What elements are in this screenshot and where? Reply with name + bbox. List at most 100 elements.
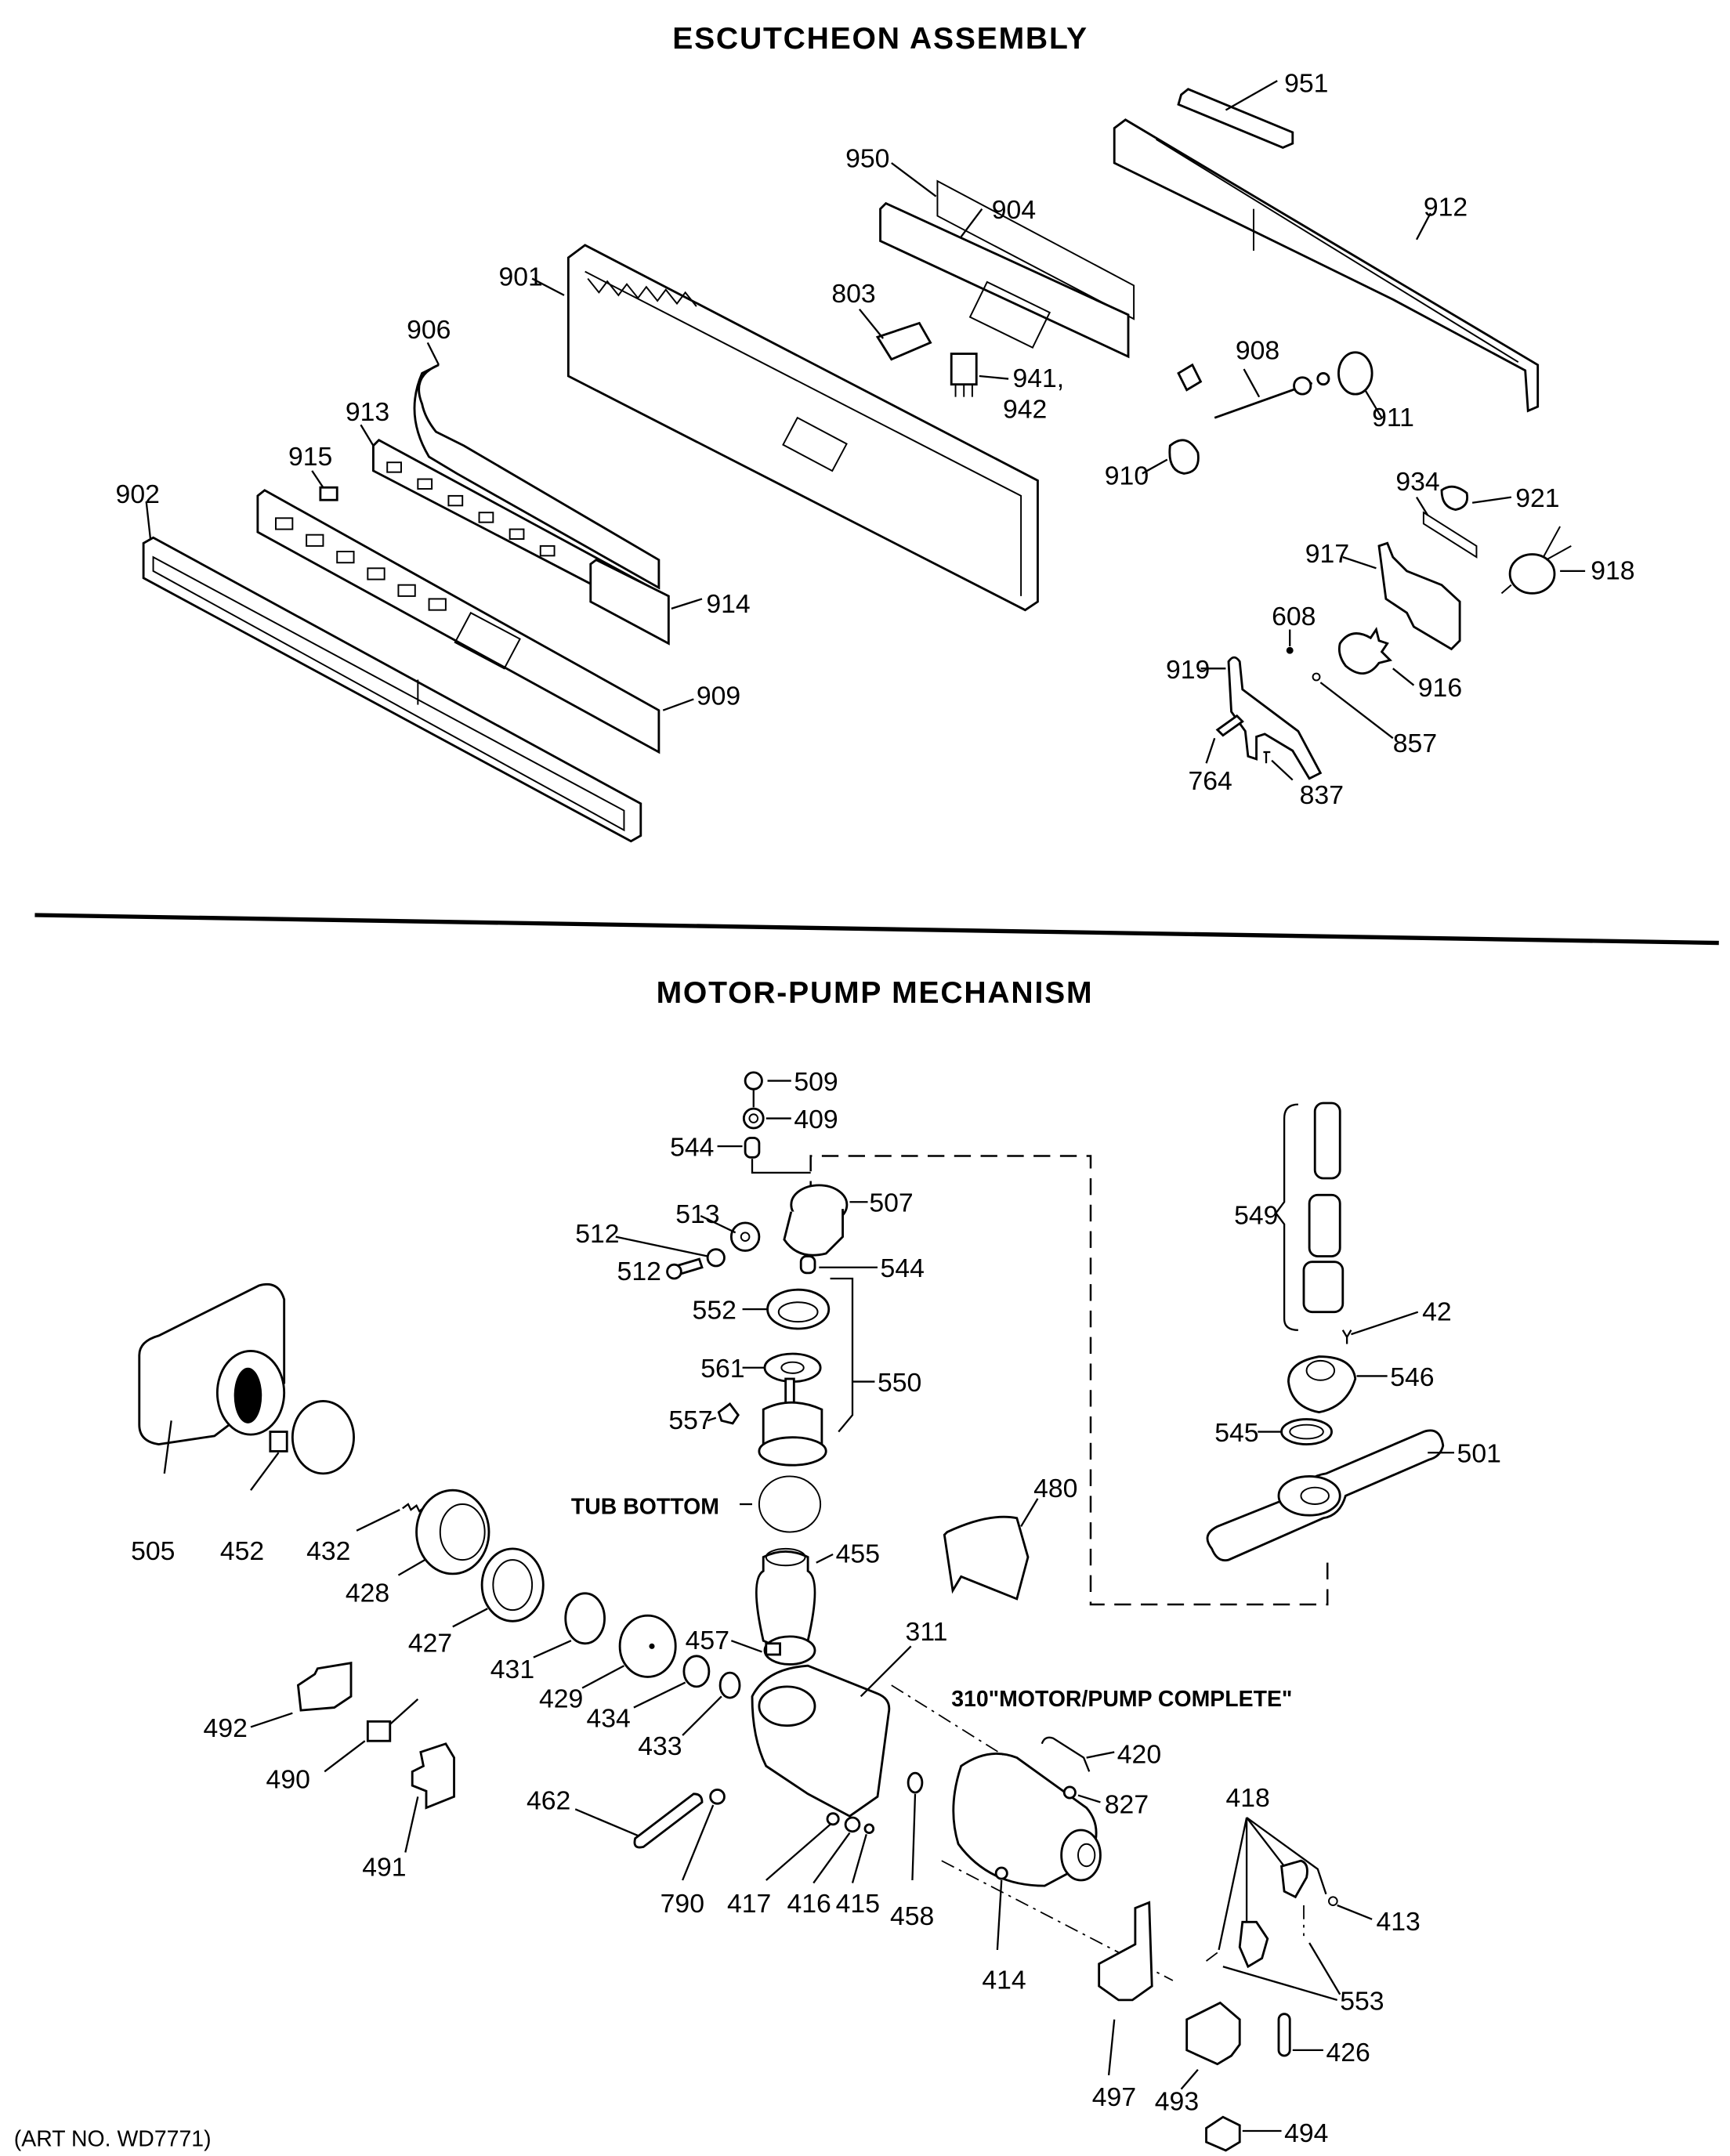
label-921: 921: [1515, 483, 1559, 513]
label-557: 557: [668, 1405, 712, 1435]
part-512-bolt: [666, 1257, 704, 1280]
label-507: 507: [869, 1188, 913, 1218]
label-561: 561: [700, 1354, 744, 1384]
label-42: 42: [1422, 1297, 1452, 1326]
label-409: 409: [794, 1105, 838, 1134]
part-311-pump-housing: [751, 1664, 891, 1818]
label-429: 429: [539, 1684, 583, 1714]
label-546: 546: [1390, 1362, 1434, 1392]
label-493: 493: [1155, 2086, 1199, 2116]
part-452-clamp: [269, 1400, 355, 1475]
label-420: 420: [1117, 1740, 1161, 1770]
part-310-motor: [952, 1752, 1102, 1887]
label-827: 827: [1105, 1790, 1149, 1820]
label-941: 941,: [1012, 364, 1064, 393]
label-428: 428: [346, 1578, 389, 1608]
part-553-pins: [1206, 1905, 1305, 1962]
label-918: 918: [1591, 556, 1634, 586]
label-934: 934: [1395, 467, 1439, 497]
part-790-clamp: [709, 1789, 726, 1805]
label-509: 509: [794, 1067, 838, 1097]
label-951: 951: [1284, 68, 1328, 98]
part-911-knob: [1337, 351, 1374, 396]
label-416: 416: [787, 1889, 831, 1919]
label-491: 491: [362, 1853, 406, 1883]
label-415: 415: [836, 1889, 880, 1919]
label-919: 919: [1166, 655, 1210, 685]
part-494-cover: [1205, 2115, 1241, 2152]
motor-pump-title: MOTOR-PUMP MECHANISM: [657, 976, 1094, 1010]
part-409-washer: [742, 1107, 765, 1130]
label-950: 950: [845, 143, 889, 173]
label-458: 458: [890, 1901, 934, 1931]
label-434: 434: [586, 1703, 630, 1733]
part-902-frame: [142, 536, 642, 843]
label-492: 492: [204, 1713, 248, 1743]
label-908: 908: [1236, 336, 1279, 366]
label-427: 427: [408, 1628, 452, 1658]
label-512-b: 512: [617, 1257, 661, 1286]
part-549-tube: [1302, 1102, 1345, 1314]
part-480-deflector: [943, 1515, 1030, 1601]
part-42-clip: [1341, 1329, 1352, 1344]
part-501-spray-arm: [1206, 1429, 1445, 1562]
label-790: 790: [661, 1889, 704, 1919]
part-414-screw: [994, 1866, 1008, 1880]
part-837-spring: [1263, 751, 1271, 764]
part-490-switch: [366, 1698, 419, 1742]
part-457-clamp: [763, 1635, 816, 1666]
label-457: 457: [686, 1626, 729, 1655]
part-513-gear: [729, 1221, 761, 1252]
label-909: 909: [697, 682, 740, 711]
part-827-screw: [1062, 1785, 1077, 1800]
label-544-top: 544: [670, 1133, 714, 1163]
part-492-bracket: [296, 1661, 353, 1712]
part-507-hub: [783, 1184, 849, 1257]
label-902: 902: [116, 479, 160, 509]
label-608: 608: [1272, 602, 1316, 631]
part-916-cam: [1337, 627, 1393, 675]
part-545-ring: [1280, 1418, 1333, 1445]
part-413-clip: [1328, 1896, 1338, 1906]
part-904-circuit-board: [879, 201, 1130, 359]
part-919-lever: [1227, 656, 1323, 780]
part-951-pad: [1177, 88, 1294, 149]
part-420-wire: [1041, 1736, 1091, 1772]
motor-pump-complete-label: 310"MOTOR/PUMP COMPLETE": [951, 1687, 1292, 1712]
label-552: 552: [693, 1296, 737, 1326]
label-311: 311: [906, 1617, 948, 1647]
label-803: 803: [831, 279, 875, 309]
label-916: 916: [1418, 673, 1462, 703]
part-512-washer: [706, 1248, 726, 1268]
label-857: 857: [1393, 729, 1437, 758]
label-837: 837: [1300, 780, 1344, 810]
part-431-ring: [564, 1592, 606, 1645]
dashed-assembly-line: [809, 1155, 1329, 1606]
part-909-overlay: [256, 489, 661, 754]
label-549: 549: [1234, 1201, 1278, 1231]
label-480: 480: [1033, 1474, 1077, 1503]
label-494: 494: [1284, 2118, 1328, 2148]
part-434-seal: [682, 1655, 711, 1688]
part-458-seal: [907, 1771, 924, 1794]
part-950-label-sheet: [936, 179, 1135, 320]
part-426-pin: [1277, 2013, 1291, 2057]
part-544-grommet-bottom: [799, 1255, 816, 1275]
label-418: 418: [1225, 1783, 1269, 1813]
part-493-bracket: [1185, 2001, 1241, 2066]
label-431: 431: [490, 1655, 534, 1684]
part-417-washer: [826, 1812, 840, 1826]
part-546-nut: [1287, 1355, 1357, 1414]
part-934-insulator: [1422, 511, 1478, 559]
part-908-actuator: [1177, 363, 1330, 419]
tub-bottom-label: TUB BOTTOM: [571, 1494, 719, 1519]
label-904: 904: [992, 195, 1036, 225]
part-tub-bottom-seal: [758, 1475, 822, 1533]
part-497-bracket: [1098, 1901, 1153, 2002]
part-912-bracket: [1113, 118, 1540, 413]
part-608-screw: [1286, 646, 1294, 654]
label-910: 910: [1105, 461, 1149, 491]
label-912: 912: [1424, 193, 1468, 222]
label-505: 505: [131, 1536, 175, 1566]
